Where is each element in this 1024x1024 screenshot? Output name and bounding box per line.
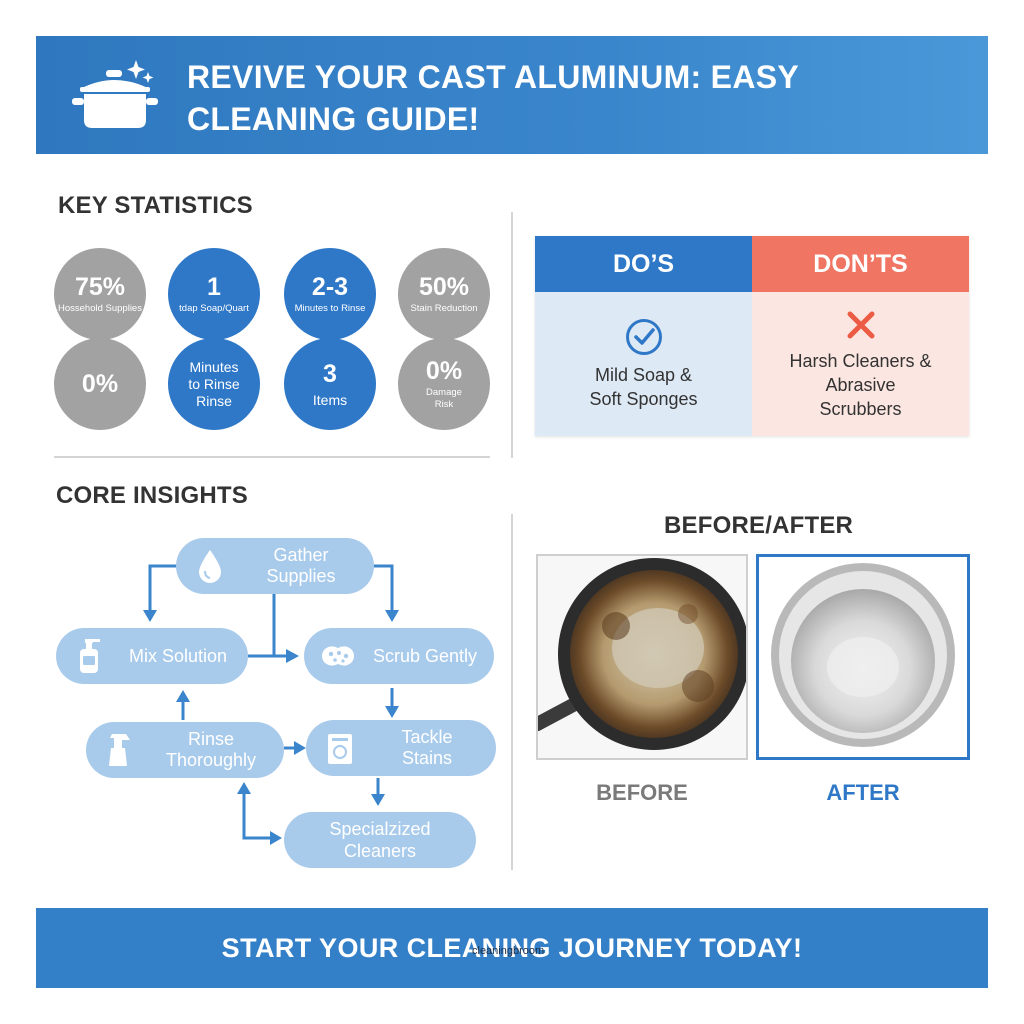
page-title: REVIVE YOUR CAST ALUMINUM: EASY CLEANING… bbox=[187, 59, 799, 137]
flow-step-label: Mix Solution bbox=[128, 645, 228, 666]
stat-circle: 3 Items bbox=[284, 338, 376, 430]
stat-circle: 1 tdap Soap/Quart bbox=[168, 248, 260, 340]
stat-label: Hossehold Supplies bbox=[58, 303, 142, 314]
flow-step-label: Scrub Gently bbox=[372, 645, 478, 666]
core-insights-heading: CORE INSIGHTS bbox=[56, 482, 248, 509]
flow-step-mix-solution: Mix Solution bbox=[56, 628, 248, 684]
spray-bottle-icon bbox=[109, 734, 130, 766]
dirty-pan-illustration bbox=[538, 558, 746, 750]
stat-value: 2-3 bbox=[311, 273, 349, 301]
cta-banner[interactable]: START YOUR CLEANING JOURNEY TODAY! bbox=[36, 908, 988, 988]
stat-circle: 0% bbox=[54, 338, 146, 430]
stat-value: 1 bbox=[207, 273, 221, 301]
stat-value: 0% bbox=[81, 370, 119, 398]
dos-text: Mild Soap & Soft Sponges bbox=[589, 365, 698, 409]
stat-label: Items bbox=[312, 391, 348, 408]
donts-text: Harsh Cleaners & Abrasive Scrubbers bbox=[789, 351, 932, 419]
cleaner-box-icon bbox=[328, 734, 352, 764]
stat-label: Stain Reduction bbox=[410, 303, 478, 314]
stat-circle: 0% Damage Risk bbox=[398, 338, 490, 430]
clean-pan-illustration bbox=[771, 563, 955, 747]
after-photo bbox=[756, 554, 970, 760]
dos-donts-panel: DO’S DON’TS Mild Soap & Soft Sponges Har… bbox=[535, 236, 969, 436]
before-label: BEFORE bbox=[596, 780, 688, 805]
donts-heading: DON’TS bbox=[752, 236, 969, 292]
water-drop-icon bbox=[199, 550, 221, 583]
stat-value: Minutes to Rinse bbox=[188, 358, 240, 392]
after-label: AFTER bbox=[826, 780, 900, 805]
stat-label: tdap Soap/Quart bbox=[179, 303, 249, 314]
flow-step-label: Rinse Thoroughly bbox=[165, 729, 257, 770]
stat-value: 3 bbox=[323, 359, 337, 388]
dos-body: Mild Soap & Soft Sponges bbox=[535, 292, 752, 436]
section-divider bbox=[54, 456, 490, 458]
stat-value: 50% bbox=[418, 273, 470, 301]
flow-arrow bbox=[148, 564, 178, 612]
stat-label: Rinse bbox=[196, 392, 232, 409]
flow-step-rinse-thoroughly: Rinse Thoroughly bbox=[86, 722, 284, 778]
stat-circle: 50% Stain Reduction bbox=[398, 248, 490, 340]
checkmark-icon bbox=[625, 319, 662, 355]
flow-step-tackle-stains: Tackle Stains bbox=[306, 720, 496, 776]
cta-text: START YOUR CLEANING JOURNEY TODAY! bbox=[221, 932, 803, 963]
section-divider bbox=[511, 514, 513, 870]
donts-body: Harsh Cleaners & Abrasive Scrubbers bbox=[752, 292, 969, 436]
section-divider bbox=[511, 212, 513, 458]
flow-step-scrub-gently: Scrub Gently bbox=[304, 628, 494, 684]
stat-value: 0% bbox=[425, 357, 463, 385]
flow-step-label: Specialzized Cleaners bbox=[329, 819, 431, 861]
stat-circle: 75% Hossehold Supplies bbox=[54, 248, 146, 340]
flow-arrow bbox=[374, 564, 394, 612]
dos-heading: DO’S bbox=[535, 236, 752, 292]
before-after-heading: BEFORE/AFTER bbox=[664, 512, 854, 539]
watermark: cleaningbroom bbox=[472, 945, 545, 957]
cooking-pot-icon bbox=[72, 60, 158, 128]
flow-step-gather-supplies: Gather Supplies bbox=[176, 538, 374, 594]
sponge-icon bbox=[322, 646, 354, 666]
stat-circle: 2-3 Minutes to Rinse bbox=[284, 248, 376, 340]
flow-step-label: Tackle Stains bbox=[401, 727, 453, 768]
flow-arrow bbox=[272, 594, 286, 658]
stat-circle: Minutes to Rinse Rinse bbox=[168, 338, 260, 430]
before-photo bbox=[536, 554, 748, 760]
stat-value: 75% bbox=[74, 273, 126, 301]
header-banner bbox=[36, 36, 988, 154]
x-mark-icon bbox=[847, 311, 874, 339]
flow-arrow bbox=[242, 792, 272, 840]
soap-bottle-icon bbox=[80, 639, 100, 673]
flow-step-specialized-cleaners: Specialzized Cleaners bbox=[284, 812, 476, 868]
stat-label: Damage Risk bbox=[426, 387, 462, 410]
flow-step-label: Gather Supplies bbox=[266, 545, 336, 586]
key-statistics-heading: KEY STATISTICS bbox=[58, 192, 253, 219]
stat-label: Minutes to Rinse bbox=[294, 303, 366, 314]
